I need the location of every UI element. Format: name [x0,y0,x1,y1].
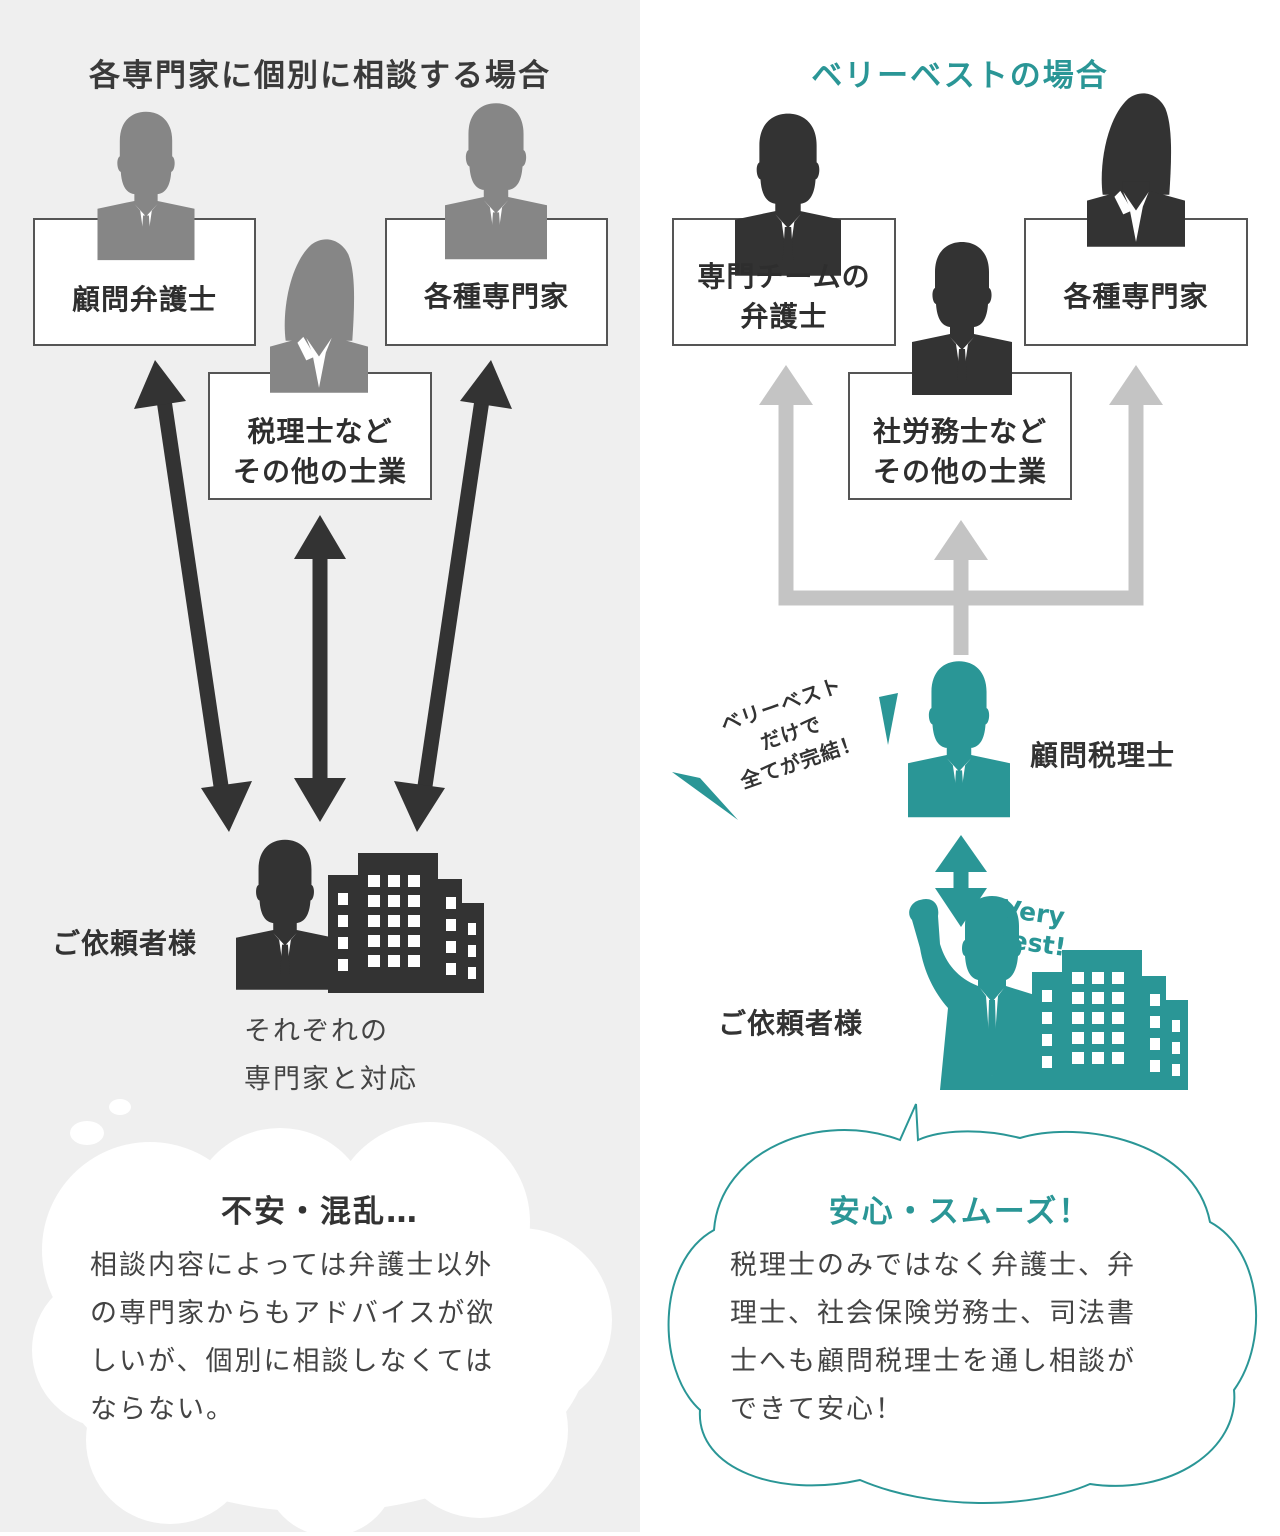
tax-accountant-label: 税理士など その他の士業 [209,412,431,492]
client-note-line-1: それぞれの [244,1016,389,1047]
experts-label-right: 各種専門家 [1063,280,1209,313]
double-arrow-icon [294,515,346,822]
client-note: それぞれの 専門家と対応 [244,1008,418,1104]
advisor-lawyer-label: 顧問弁護士 [71,283,217,316]
double-arrow-icon [394,360,512,832]
speech-tick-icon [879,693,898,745]
speech-tick-icon [672,772,738,820]
bubble-left-line-1: 相談内容によっては弁護士以外 [90,1250,494,1281]
speech-bubble-right [667,1103,1258,1504]
very-best-text: Very Best! [982,892,1079,964]
labor-consultant-line-2: その他の士業 [872,455,1047,488]
team-lawyer-label: 専門チームの 弁護士 [673,257,895,337]
labor-consultant-label: 社労務士など その他の士業 [849,412,1071,492]
bubble-right-line-4: できて安心！ [730,1394,904,1425]
distribution-arrows-icon [759,365,1163,655]
bubble-title-right: 安心・スムーズ！ [828,1194,1092,1230]
advisor-tax-label: 顧問税理士 [1030,739,1176,772]
tax-accountant-line-2: その他の士業 [232,455,407,488]
client-note-line-2: 専門家と対応 [244,1064,418,1095]
client-label-left: ご依頼者様 [52,927,198,960]
bubble-right-line-3: 士へも顧問税理士を通し相談が [730,1346,1136,1377]
bubble-title-left: 不安・混乱… [221,1194,419,1230]
team-lawyer-line-2: 弁護士 [740,300,828,333]
left-title: 各専門家に個別に相談する場合 [89,58,551,94]
client-label-right: ご依頼者様 [718,1007,864,1040]
bubble-left-line-4: ならない。 [90,1394,235,1425]
box-tax-accountant [208,372,432,500]
experts-label-left: 各種専門家 [423,280,569,313]
bubble-right-line-2: 理士、社会保険労務士、司法書 [730,1298,1136,1329]
team-lawyer-line-1: 専門チームの [697,260,871,293]
bubble-left-line-3: しいが、個別に相談しなくては [90,1346,495,1377]
bubble-body-right: 税理士のみではなく弁護士、弁 理士、社会保険労務士、司法書 士へも顧問税理士を通… [730,1242,1200,1434]
bubble-left-line-2: の専門家からもアドバイスが欲 [90,1298,496,1329]
labor-consultant-line-1: 社労務士など [872,415,1047,448]
right-title: ベリーベストの場合 [811,58,1109,94]
bubble-right-line-1: 税理士のみではなく弁護士、弁 [730,1250,1136,1281]
double-arrow-icon [134,360,252,832]
double-arrow-icon [935,835,987,927]
thought-bubble-left [32,1099,612,1536]
bubble-body-left: 相談内容によっては弁護士以外 の専門家からもアドバイスが欲 しいが、個別に相談し… [90,1242,560,1434]
tax-accountant-line-1: 税理士など [247,415,393,448]
